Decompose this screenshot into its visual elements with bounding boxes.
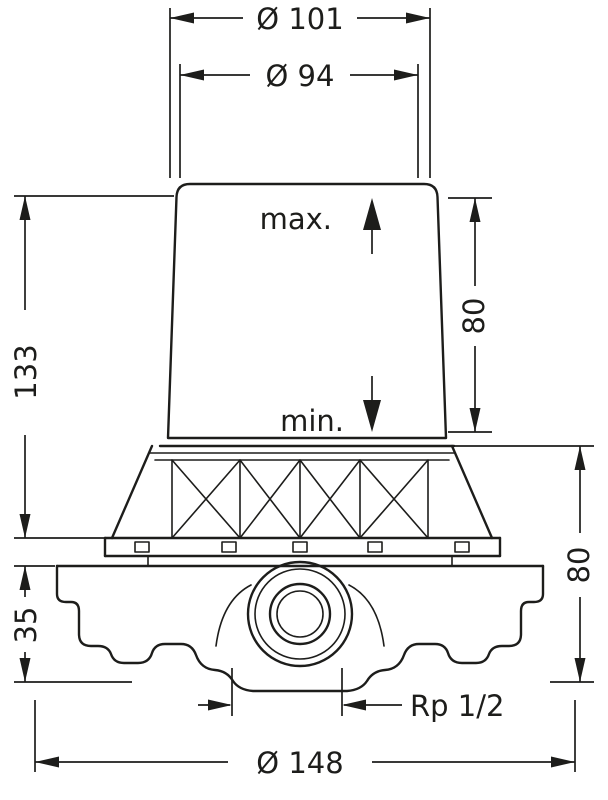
dim-133-label: 133: [9, 344, 43, 399]
rp12-label: Rp 1/2: [410, 689, 504, 723]
dimension-dia-101: Ø 101: [169, 2, 431, 178]
max-label: max.: [260, 202, 332, 236]
dia-94-label: Ø 94: [266, 59, 335, 93]
dimension-dia-148: Ø 148: [34, 700, 576, 780]
base-wing-left: [215, 584, 252, 647]
dimension-80-top: 80: [448, 197, 492, 433]
base-silhouette: [55, 564, 545, 693]
dimension-min-level: min.: [280, 376, 381, 438]
dimension-rp12: Rp 1/2: [198, 668, 504, 723]
dia-148-label: Ø 148: [256, 746, 343, 780]
dimension-133: 133: [9, 195, 174, 539]
dia-101-label: Ø 101: [256, 2, 343, 36]
dimension-80-bottom: 80: [454, 445, 596, 683]
cap-outline: [166, 182, 448, 440]
mounting-plate: [103, 536, 502, 567]
boss-ring-3: [268, 582, 332, 646]
min-label: min.: [280, 404, 344, 438]
dim-80-bottom-label: 80: [562, 547, 596, 584]
base-casting: [55, 560, 545, 693]
base-wing-right: [348, 584, 385, 647]
truss-section: [110, 444, 494, 540]
dim-35-label: 35: [9, 607, 43, 644]
dim-80-top-label: 80: [457, 298, 491, 335]
dimension-35: 35: [9, 565, 132, 683]
part-geometry: [55, 182, 545, 693]
boss-ring-inner: [276, 590, 324, 638]
boss-ring-2: [254, 568, 346, 660]
dimension-dia-94: Ø 94: [179, 59, 419, 178]
dimension-max-level: max.: [260, 198, 381, 254]
boss-ring-outer: [246, 560, 354, 668]
